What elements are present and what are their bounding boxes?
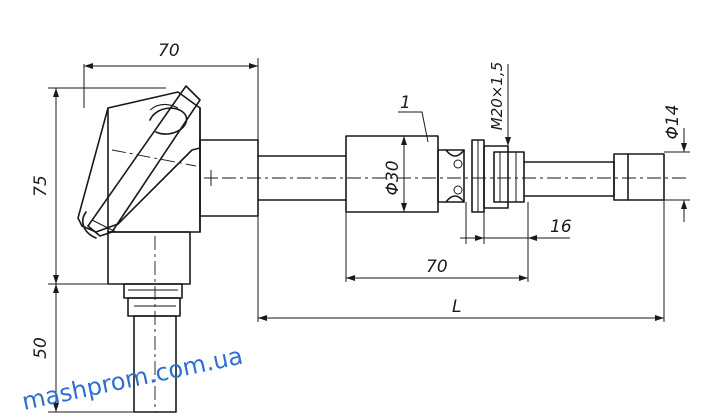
dim-tip-diameter: Φ14 xyxy=(663,104,683,139)
callout-label: 1 xyxy=(400,93,411,113)
dim-sleeve-length: 70 xyxy=(426,257,448,277)
protective-tube xyxy=(222,155,690,201)
dim-head-width: 70 xyxy=(158,41,180,61)
sliding-sleeve xyxy=(345,135,525,213)
bottom-fitting xyxy=(107,231,191,413)
watermark: mashprom.com.ua xyxy=(19,342,245,416)
dim-thread: M20×1,5 xyxy=(488,62,506,130)
dim-total-length: L xyxy=(452,297,461,317)
dim-sleeve-diameter: Φ30 xyxy=(383,160,403,195)
connection-head xyxy=(77,85,259,239)
dim-thread-length: 16 xyxy=(550,217,572,237)
dim-head-height: 75 xyxy=(31,175,51,197)
dimension-lines xyxy=(53,63,687,412)
extension-lines xyxy=(48,58,690,413)
dim-fitting-length: 50 xyxy=(31,337,51,359)
tube-tip xyxy=(523,153,665,201)
